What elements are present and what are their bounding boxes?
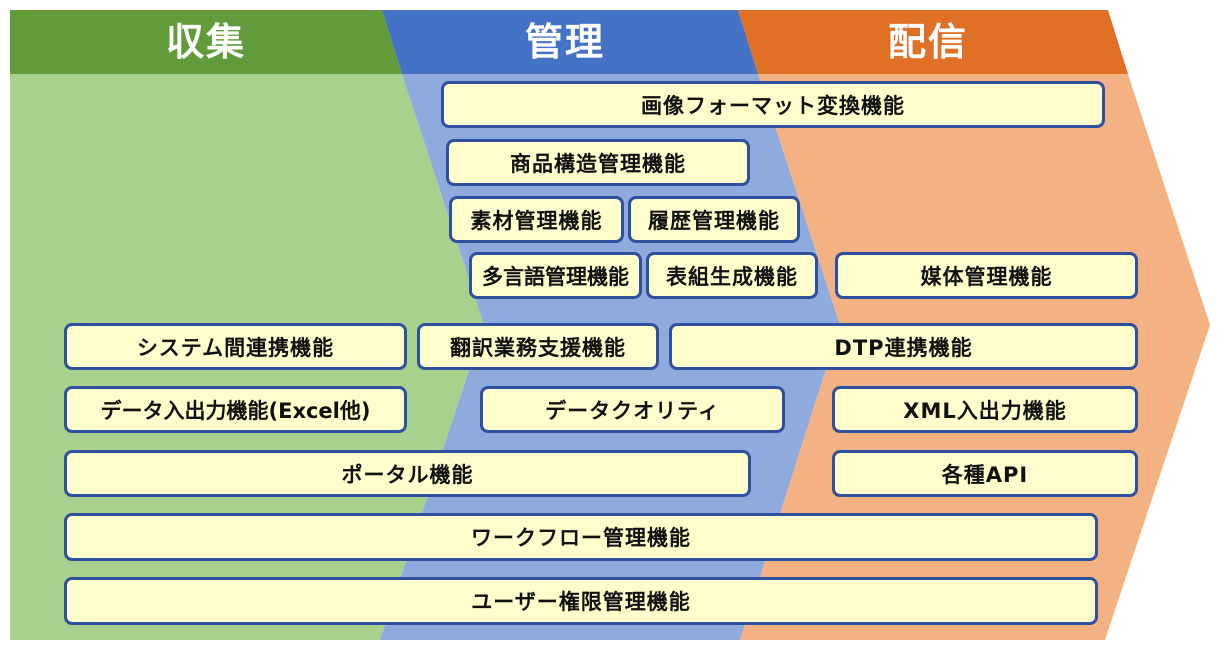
function-material: 素材管理機能 (449, 196, 624, 243)
function-api: 各種API (832, 450, 1138, 497)
function-system-link: システム間連携機能 (64, 323, 407, 370)
function-portal: ポータル機能 (64, 450, 751, 497)
function-history: 履歴管理機能 (628, 196, 800, 243)
function-translation: 翻訳業務支援機能 (417, 323, 659, 370)
deliver-header-band (738, 10, 1128, 74)
function-table-gen: 表組生成機能 (646, 252, 818, 299)
function-multilingual: 多言語管理機能 (469, 252, 642, 299)
collect-header-band (10, 10, 402, 74)
phase-deliver-label: 配信 (887, 20, 968, 64)
function-dtp: DTP連携機能 (669, 323, 1138, 370)
function-image-format: 画像フォーマット変換機能 (441, 81, 1105, 128)
manage-header-band (382, 10, 758, 74)
function-workflow: ワークフロー管理機能 (64, 513, 1098, 561)
phase-collect-label: 収集 (165, 20, 246, 64)
phase-manage-label: 管理 (524, 20, 605, 64)
function-data-io: データ入出力機能(Excel他) (64, 386, 407, 433)
function-user-permission: ユーザー権限管理機能 (64, 577, 1098, 625)
function-media: 媒体管理機能 (835, 252, 1138, 299)
function-data-quality: データクオリティ (480, 386, 785, 433)
function-xml-io: XML入出力機能 (832, 386, 1138, 433)
function-product-structure: 商品構造管理機能 (446, 139, 750, 186)
